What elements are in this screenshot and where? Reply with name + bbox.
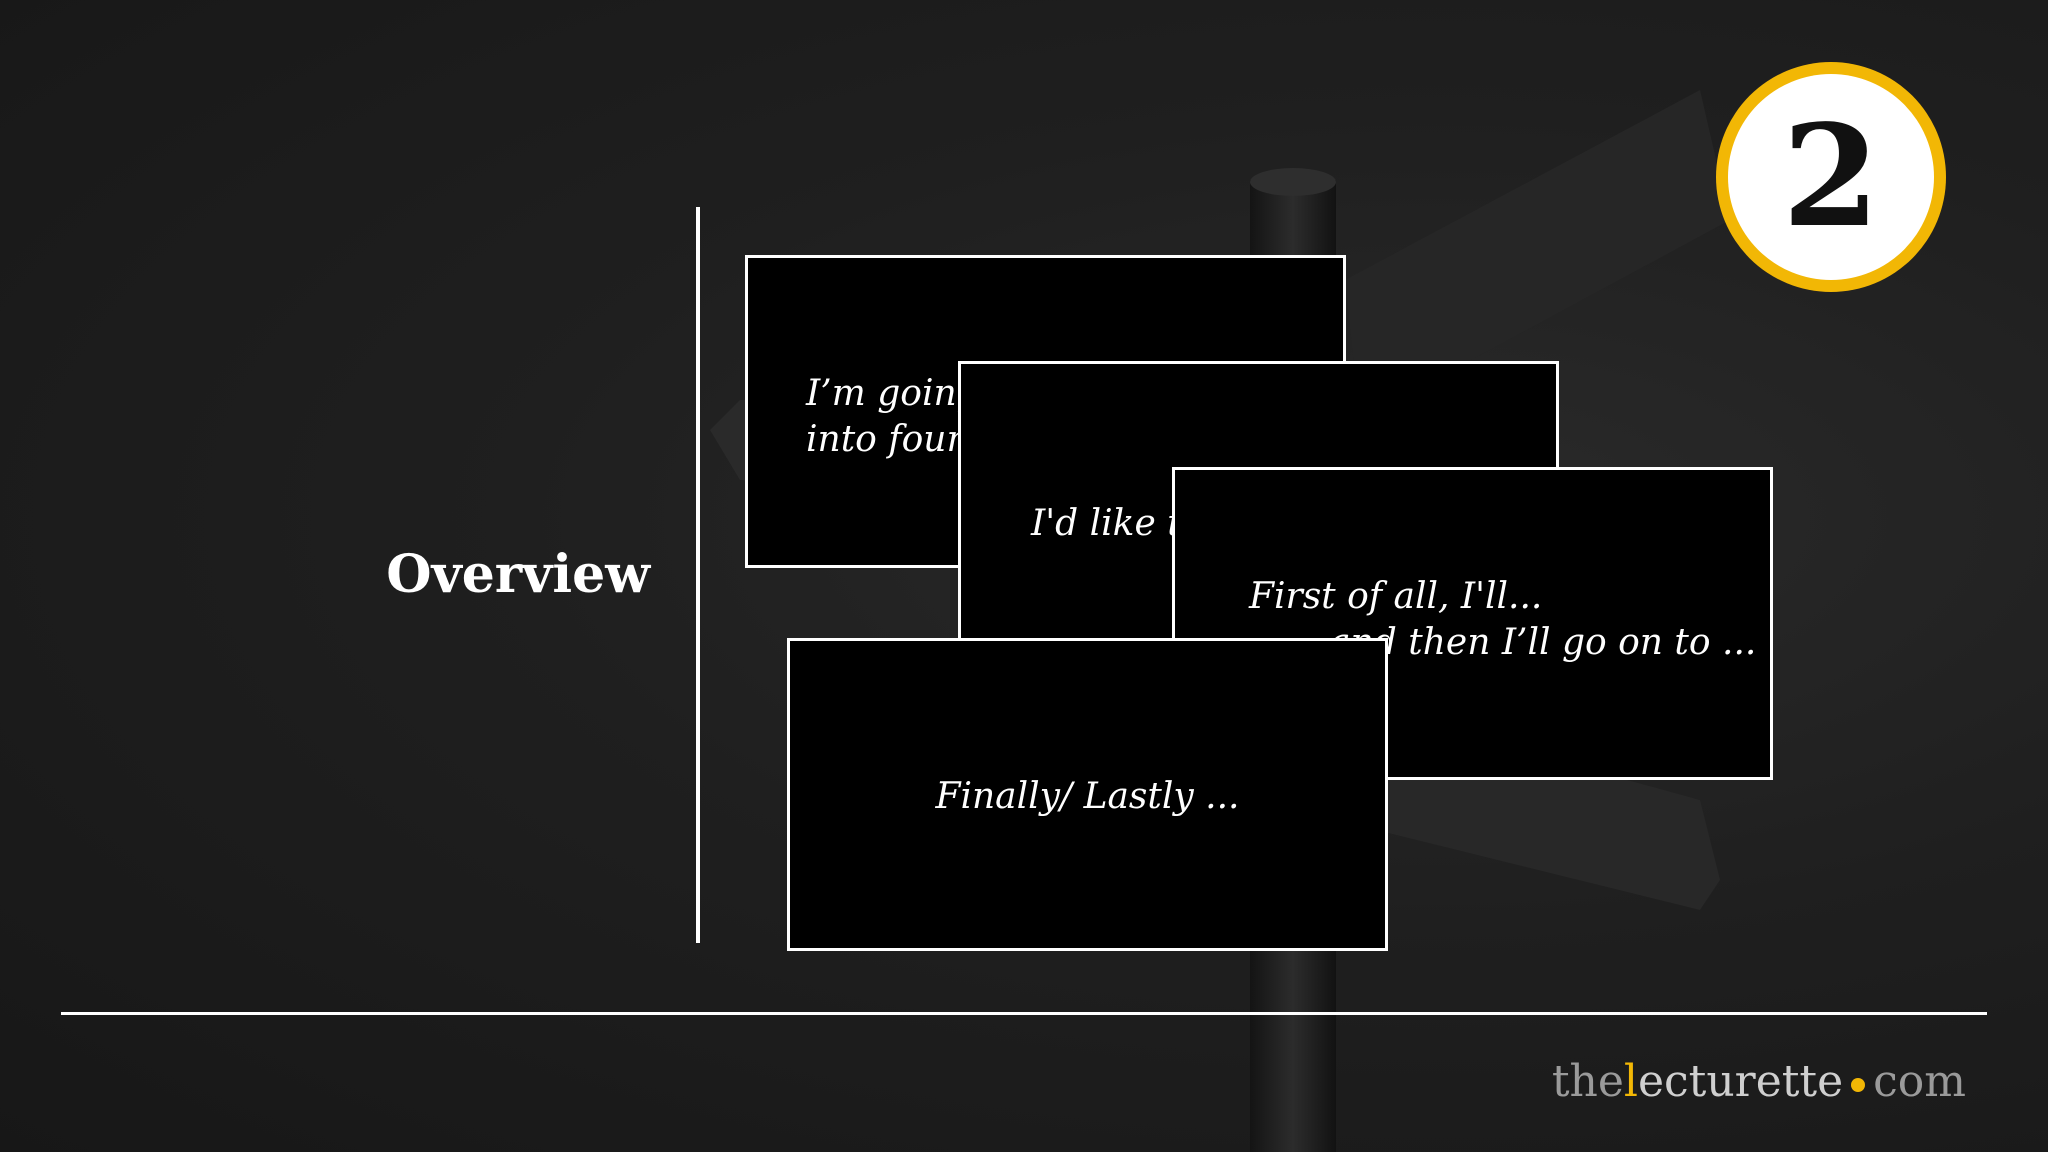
step-number-badge: 2 [1716,62,1946,292]
brand-dot-icon [1851,1078,1866,1092]
brand-text-l: l [1623,1056,1638,1107]
brand-text-com: com [1873,1056,1966,1107]
phrase-card-text: Finally/ Lastly ... [935,776,1240,817]
phrase-card-4: Finally/ Lastly ... [787,638,1388,951]
brand-text-the: the [1551,1056,1624,1107]
slide-title: Overview [386,544,650,605]
vertical-divider [696,207,700,943]
horizontal-divider [61,1012,1987,1015]
step-number: 2 [1728,74,1934,280]
brand-text-ecturette: ecturette [1637,1056,1844,1107]
brand-logo: thelecturette com [1552,1052,1966,1112]
